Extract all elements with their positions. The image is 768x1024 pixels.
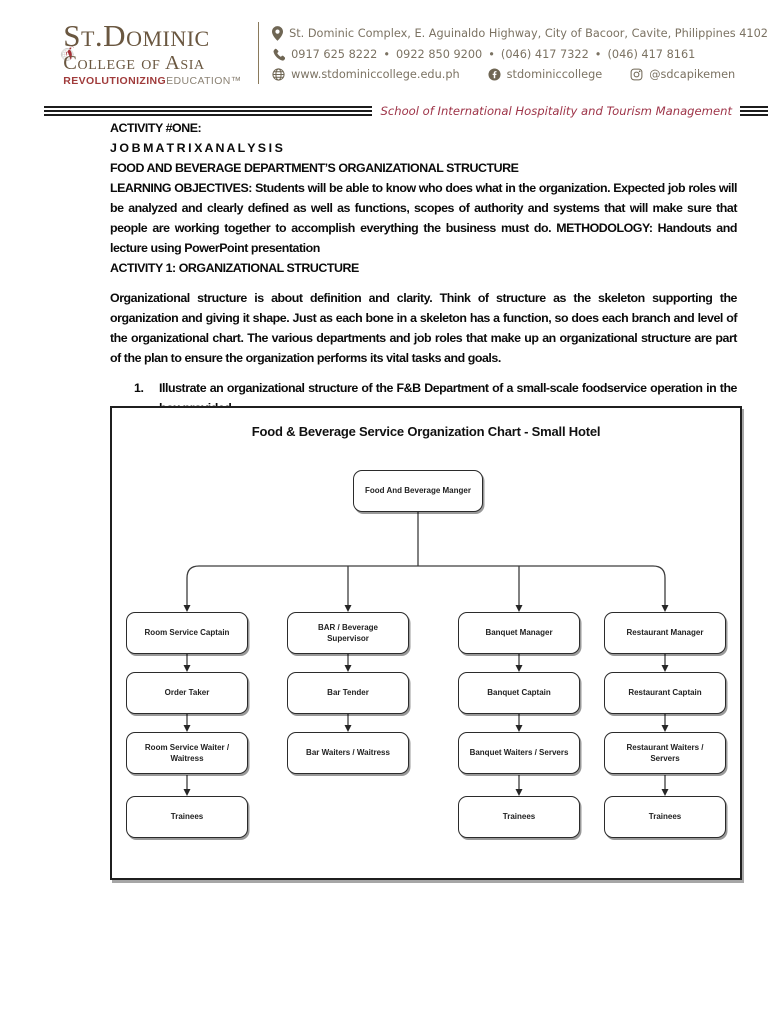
org-node-banquet-waiters: Banquet Waiters / Servers bbox=[458, 732, 580, 774]
college-globe-logo-icon bbox=[61, 45, 74, 61]
job-matrix-heading: J O B M A T R I X A N A L Y S I S bbox=[110, 141, 283, 155]
department-banner: School of International Hospitality and … bbox=[44, 104, 768, 118]
web-social-row: www.stdominiccollege.edu.ph stdominiccol… bbox=[272, 68, 768, 81]
triple-rule-left bbox=[44, 106, 373, 116]
instagram-icon bbox=[630, 68, 643, 80]
org-node-restaurant-waiters: Restaurant Waiters / Servers bbox=[604, 732, 726, 774]
college-tagline: REVOLUTIONIZINGEDUCATION™ bbox=[63, 76, 241, 87]
tagline-education: EDUCATION™ bbox=[166, 75, 242, 87]
org-node-bar-waiters: Bar Waiters / Waitress bbox=[287, 732, 409, 774]
objectives-paragraph: LEARNING OBJECTIVES: Students will be ab… bbox=[110, 181, 737, 255]
website-globe-icon bbox=[272, 67, 285, 81]
facebook-icon bbox=[488, 67, 501, 81]
tagline-revolutionizing: REVOLUTIONIZING bbox=[63, 75, 167, 87]
phones-row: 0917 625 8222 • 0922 850 9200 • (046) 41… bbox=[272, 48, 768, 61]
instagram-text: @sdcapikemen bbox=[649, 67, 736, 81]
phone-icon bbox=[273, 48, 286, 61]
org-node-room-service-captain: Room Service Captain bbox=[126, 612, 248, 654]
facebook-text: stdominiccollege bbox=[506, 67, 603, 81]
org-node-banquet-manager: Banquet Manager bbox=[458, 612, 580, 654]
college-subname: College of Asia bbox=[63, 51, 205, 74]
phone-2: 0922 850 9200 bbox=[396, 47, 483, 61]
phone-4: (046) 417 8161 bbox=[607, 47, 696, 61]
org-node-banquet-captain: Banquet Captain bbox=[458, 672, 580, 714]
phone-sep-1: • bbox=[383, 47, 390, 61]
department-name: School of International Hospitality and … bbox=[380, 104, 732, 118]
org-node-restaurant-trainees: Trainees bbox=[604, 796, 726, 838]
item-number: 1. bbox=[134, 381, 144, 395]
college-name: St.Dominic bbox=[63, 17, 210, 53]
logo-row: St.Dominic College of Asia REVOLUTIONIZI… bbox=[0, 0, 768, 96]
location-pin-icon bbox=[272, 25, 284, 41]
org-node-restaurant-captain: Restaurant Captain bbox=[604, 672, 726, 714]
activity-heading: ACTIVITY #ONE: bbox=[110, 121, 202, 135]
document-body: ACTIVITY #ONE: J O B M A T R I X A N A L… bbox=[110, 118, 737, 418]
phone-sep-2: • bbox=[488, 47, 495, 61]
contact-block: St. Dominic Complex, E. Aguinaldo Highwa… bbox=[272, 25, 768, 81]
org-node-order-taker: Order Taker bbox=[126, 672, 248, 714]
address-row: St. Dominic Complex, E. Aguinaldo Highwa… bbox=[272, 25, 768, 41]
triple-rule-right bbox=[740, 106, 768, 116]
spacer bbox=[110, 278, 737, 288]
phone-3: (046) 417 7322 bbox=[500, 47, 589, 61]
intro-paragraph: Organizational structure is about defini… bbox=[110, 291, 737, 365]
website-text: www.stdominiccollege.edu.ph bbox=[291, 67, 460, 81]
org-chart-box: Food & Beverage Service Organization Cha… bbox=[110, 406, 742, 880]
org-node-fb-manager: Food And Beverage Manger bbox=[353, 470, 483, 512]
org-chart-connectors bbox=[183, 512, 669, 796]
org-node-room-service-trainees: Trainees bbox=[126, 796, 248, 838]
address-text: St. Dominic Complex, E. Aguinaldo Highwa… bbox=[289, 26, 768, 40]
letterhead: St.Dominic College of Asia REVOLUTIONIZI… bbox=[0, 0, 768, 118]
org-node-restaurant-manager: Restaurant Manager bbox=[604, 612, 726, 654]
structure-heading: FOOD AND BEVERAGE DEPARTMENT’S ORGANIZAT… bbox=[110, 161, 519, 175]
org-node-bar-beverage-supervisor: BAR / Beverage Supervisor bbox=[287, 612, 409, 654]
activity1-heading: ACTIVITY 1: ORGANIZATIONAL STRUCTURE bbox=[110, 261, 359, 275]
org-chart-title: Food & Beverage Service Organization Cha… bbox=[251, 424, 601, 439]
phone-1: 0917 625 8222 bbox=[291, 47, 378, 61]
phone-sep-3: • bbox=[594, 47, 602, 61]
org-node-banquet-trainees: Trainees bbox=[458, 796, 580, 838]
college-wordmark: St.Dominic College of Asia REVOLUTIONIZI… bbox=[63, 20, 241, 87]
org-node-room-service-waiter: Room Service Waiter / Waitress bbox=[126, 732, 248, 774]
org-node-bar-tender: Bar Tender bbox=[287, 672, 409, 714]
